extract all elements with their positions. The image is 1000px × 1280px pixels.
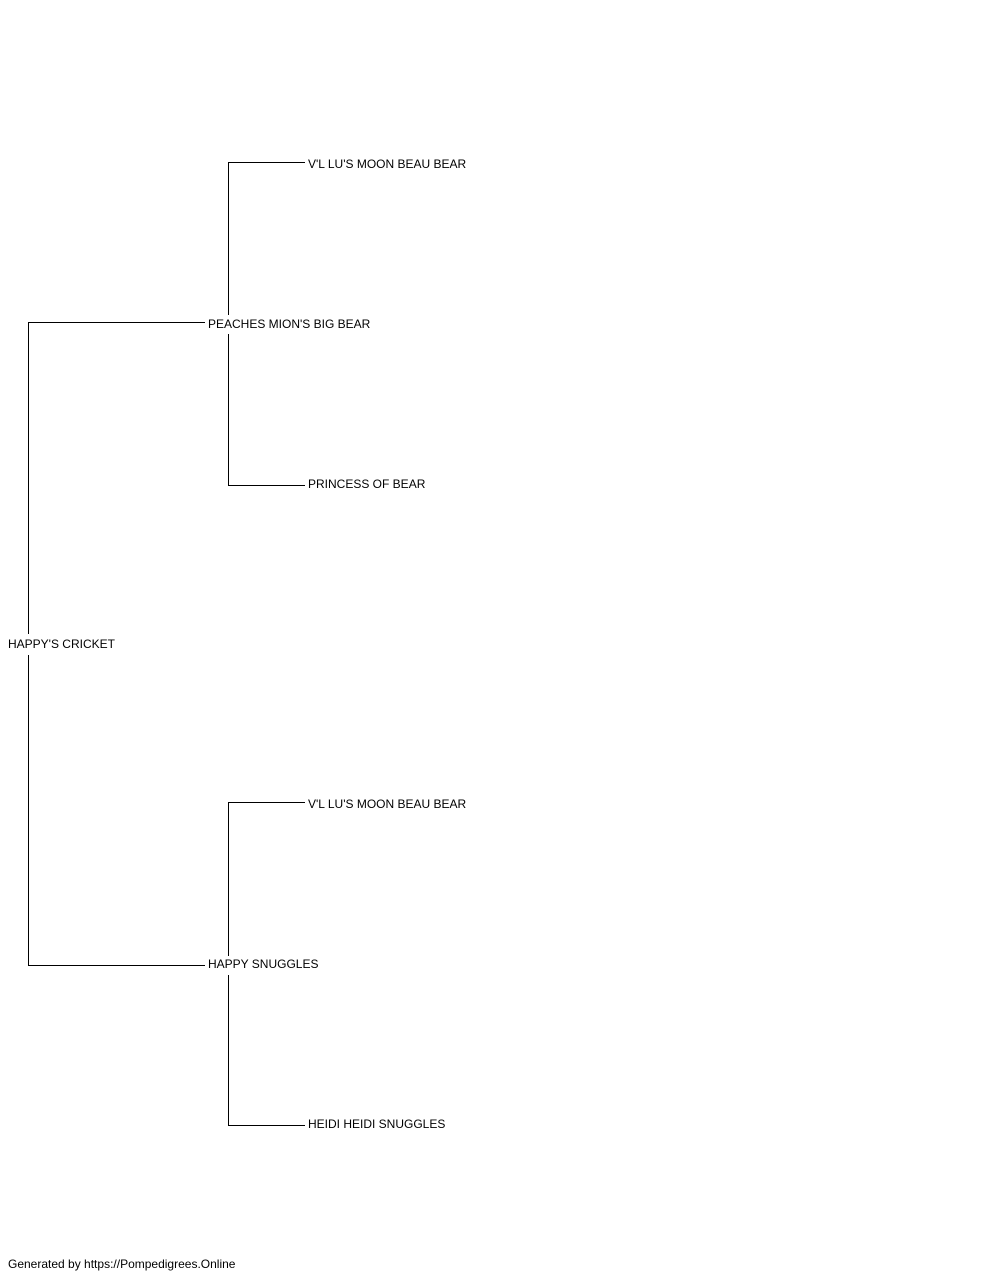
- footer-credit: Generated by https://Pompedigrees.Online: [8, 1257, 236, 1271]
- dam-name: HAPPY SNUGGLES: [207, 957, 320, 971]
- sire-name: PEACHES MION'S BIG BEAR: [207, 317, 372, 331]
- dam-sire-name: V'L LU'S MOON BEAU BEAR: [307, 797, 468, 811]
- subject-name: HAPPY'S CRICKET: [7, 637, 116, 651]
- sire-sire-name: V'L LU'S MOON BEAU BEAR: [307, 157, 468, 171]
- sire-dam-name: PRINCESS OF BEAR: [307, 477, 427, 491]
- dam-dam-name: HEIDI HEIDI SNUGGLES: [307, 1117, 447, 1131]
